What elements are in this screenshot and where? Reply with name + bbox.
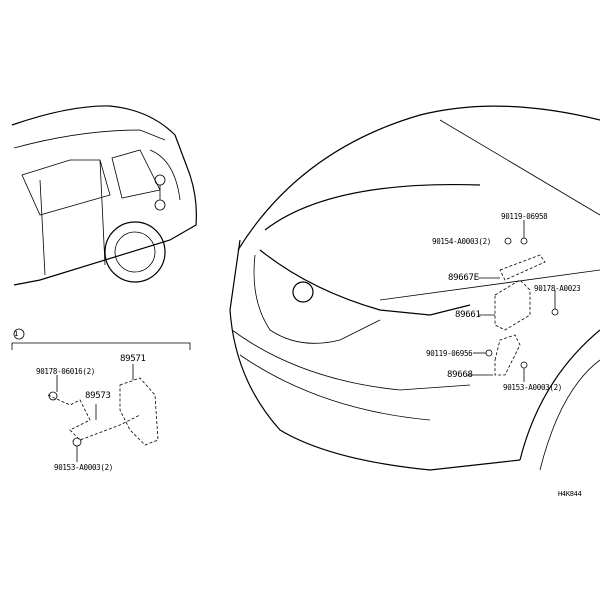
inset-sensor-assembly	[47, 364, 159, 462]
part-label-90178-a0023: 90178-A0023	[534, 284, 581, 293]
part-label-90119-06958: 90119-06958	[501, 212, 548, 221]
inset-bracket	[11, 342, 191, 350]
vehicle-rear-illustration	[11, 105, 197, 286]
part-label-89668: 89668	[447, 370, 473, 380]
diagram-code: H4K844	[558, 490, 582, 498]
part-label-90178-06016: 90178-06016(2)	[36, 367, 96, 376]
part-label-90153-a0003: 90153-A0003(2)	[54, 463, 114, 472]
part-label-89573: 89573	[85, 391, 111, 401]
callout-number-text: 1	[14, 330, 18, 338]
callout-circle	[13, 328, 25, 340]
main-sensor-assembly	[467, 220, 559, 382]
part-label-90153-a0003-main: 90153-A0003(2)	[503, 383, 563, 392]
vehicle-front-illustration	[229, 105, 600, 471]
part-label-89571: 89571	[120, 354, 146, 364]
part-label-89667e: 89667E	[448, 273, 479, 283]
part-label-90154-a0003: 90154-A0003(2)	[432, 237, 492, 246]
part-label-89661: 89661	[455, 310, 481, 320]
part-label-90119-06956: 90119-06956	[426, 349, 473, 358]
